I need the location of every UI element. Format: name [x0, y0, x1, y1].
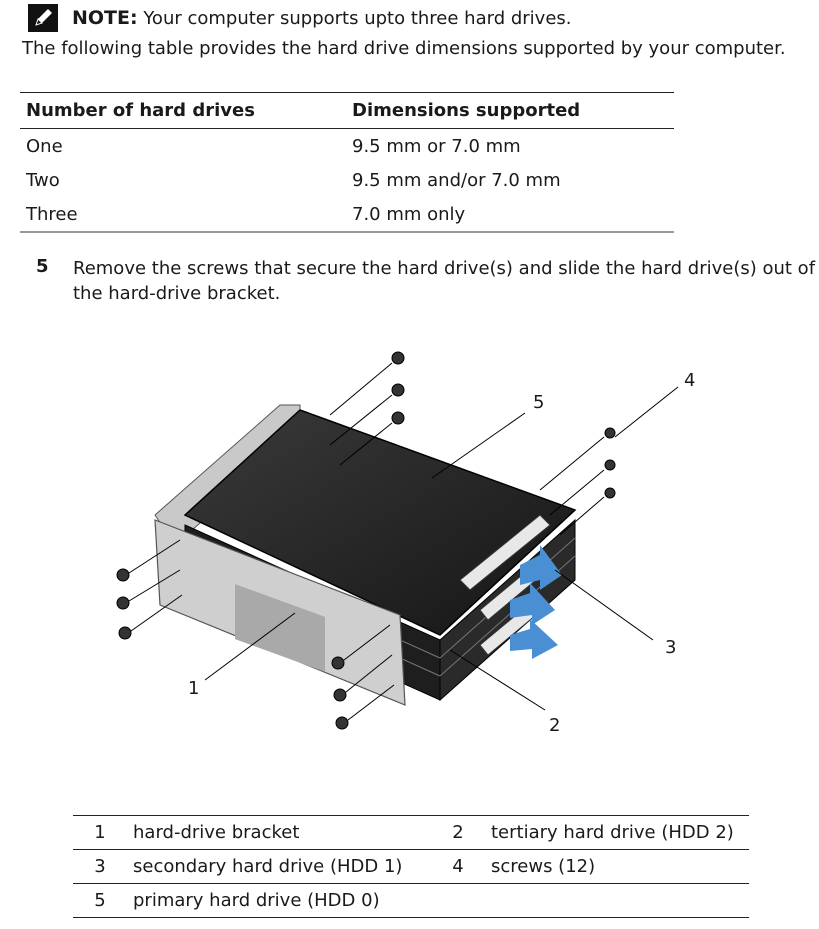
callout-2: 2	[549, 715, 561, 736]
legend-number: 2	[431, 815, 485, 850]
callout-leader-5	[431, 412, 526, 479]
note-text: Your computer supports upto three hard d…	[143, 8, 572, 29]
callout-1: 1	[188, 678, 200, 699]
hard-drive-dimensions-table: Number of hard drives Dimensions support…	[20, 92, 674, 233]
screw-icon	[391, 383, 405, 397]
note-box: NOTE: Your computer supports upto three …	[28, 4, 572, 32]
screw-icon	[331, 656, 345, 670]
pencil-note-icon	[28, 4, 58, 32]
slide-arrow	[510, 583, 555, 625]
table-cell: Three	[20, 197, 346, 233]
slide-arrow	[520, 545, 562, 590]
hard-drive-removal-illustration: 1 2 3 4 5	[100, 345, 720, 745]
table-cell: 9.5 mm and/or 7.0 mm	[352, 169, 561, 191]
legend-number: 1	[73, 815, 127, 850]
column-header: Number of hard drives	[20, 92, 346, 129]
bracket-label	[235, 584, 325, 672]
slide-arrow	[510, 619, 558, 659]
table-row: One 9.5 mm or 7.0 mm	[20, 129, 674, 164]
legend-text: hard-drive bracket	[127, 815, 431, 850]
legend-text	[485, 883, 749, 918]
legend-text: primary hard drive (HDD 0)	[127, 883, 431, 918]
legend-number: 4	[431, 849, 485, 884]
callout-3: 3	[665, 637, 677, 658]
table-row: Two 9.5 mm and/or 7.0 mm	[20, 163, 674, 197]
column-header: Dimensions supported	[346, 92, 674, 129]
screw-icon	[335, 716, 349, 730]
legend-number	[431, 883, 485, 918]
screw-icon	[116, 568, 130, 582]
screw-icon	[118, 626, 132, 640]
callout-leader-3	[554, 569, 654, 641]
sata-connector	[459, 514, 551, 591]
legend-text: screws (12)	[485, 849, 749, 884]
callout-leader-4	[614, 386, 679, 438]
table-row: 3 secondary hard drive (HDD 1) 4 screws …	[73, 849, 749, 884]
table-row: 1 hard-drive bracket 2 tertiary hard dri…	[73, 815, 749, 850]
legend-number: 3	[73, 849, 127, 884]
table-header-row: Number of hard drives Dimensions support…	[20, 92, 674, 129]
intro-text: The following table provides the hard dr…	[22, 38, 786, 59]
screw-icon	[116, 596, 130, 610]
legend-text: secondary hard drive (HDD 1)	[127, 849, 431, 884]
table-cell: Two	[26, 169, 60, 191]
table-row: Three 7.0 mm only	[20, 197, 674, 233]
callout-leader-2	[449, 649, 546, 711]
step-5: 5 Remove the screws that secure the hard…	[36, 256, 819, 306]
callout-legend-table: 1 hard-drive bracket 2 tertiary hard dri…	[73, 815, 749, 918]
screw-icon	[391, 351, 405, 365]
screw-icon	[391, 411, 405, 425]
legend-number: 5	[73, 883, 127, 918]
table-cell: 9.5 mm or 7.0 mm	[352, 135, 521, 157]
screw-icon	[333, 688, 347, 702]
callout-4: 4	[684, 370, 696, 391]
illustration-svg	[116, 351, 679, 730]
legend-text: tertiary hard drive (HDD 2)	[485, 815, 749, 850]
step-number: 5	[36, 256, 49, 277]
screw-icon	[604, 487, 616, 499]
table-row: 5 primary hard drive (HDD 0)	[73, 883, 749, 918]
screw-icon	[604, 427, 616, 439]
callout-leader-1	[204, 612, 296, 681]
callout-5: 5	[533, 392, 545, 413]
step-text: Remove the screws that secure the hard d…	[73, 258, 816, 304]
note-label: NOTE:	[72, 7, 138, 29]
table-cell: 7.0 mm only	[346, 197, 674, 233]
table-cell: One	[26, 135, 63, 157]
screw-icon	[604, 459, 616, 471]
